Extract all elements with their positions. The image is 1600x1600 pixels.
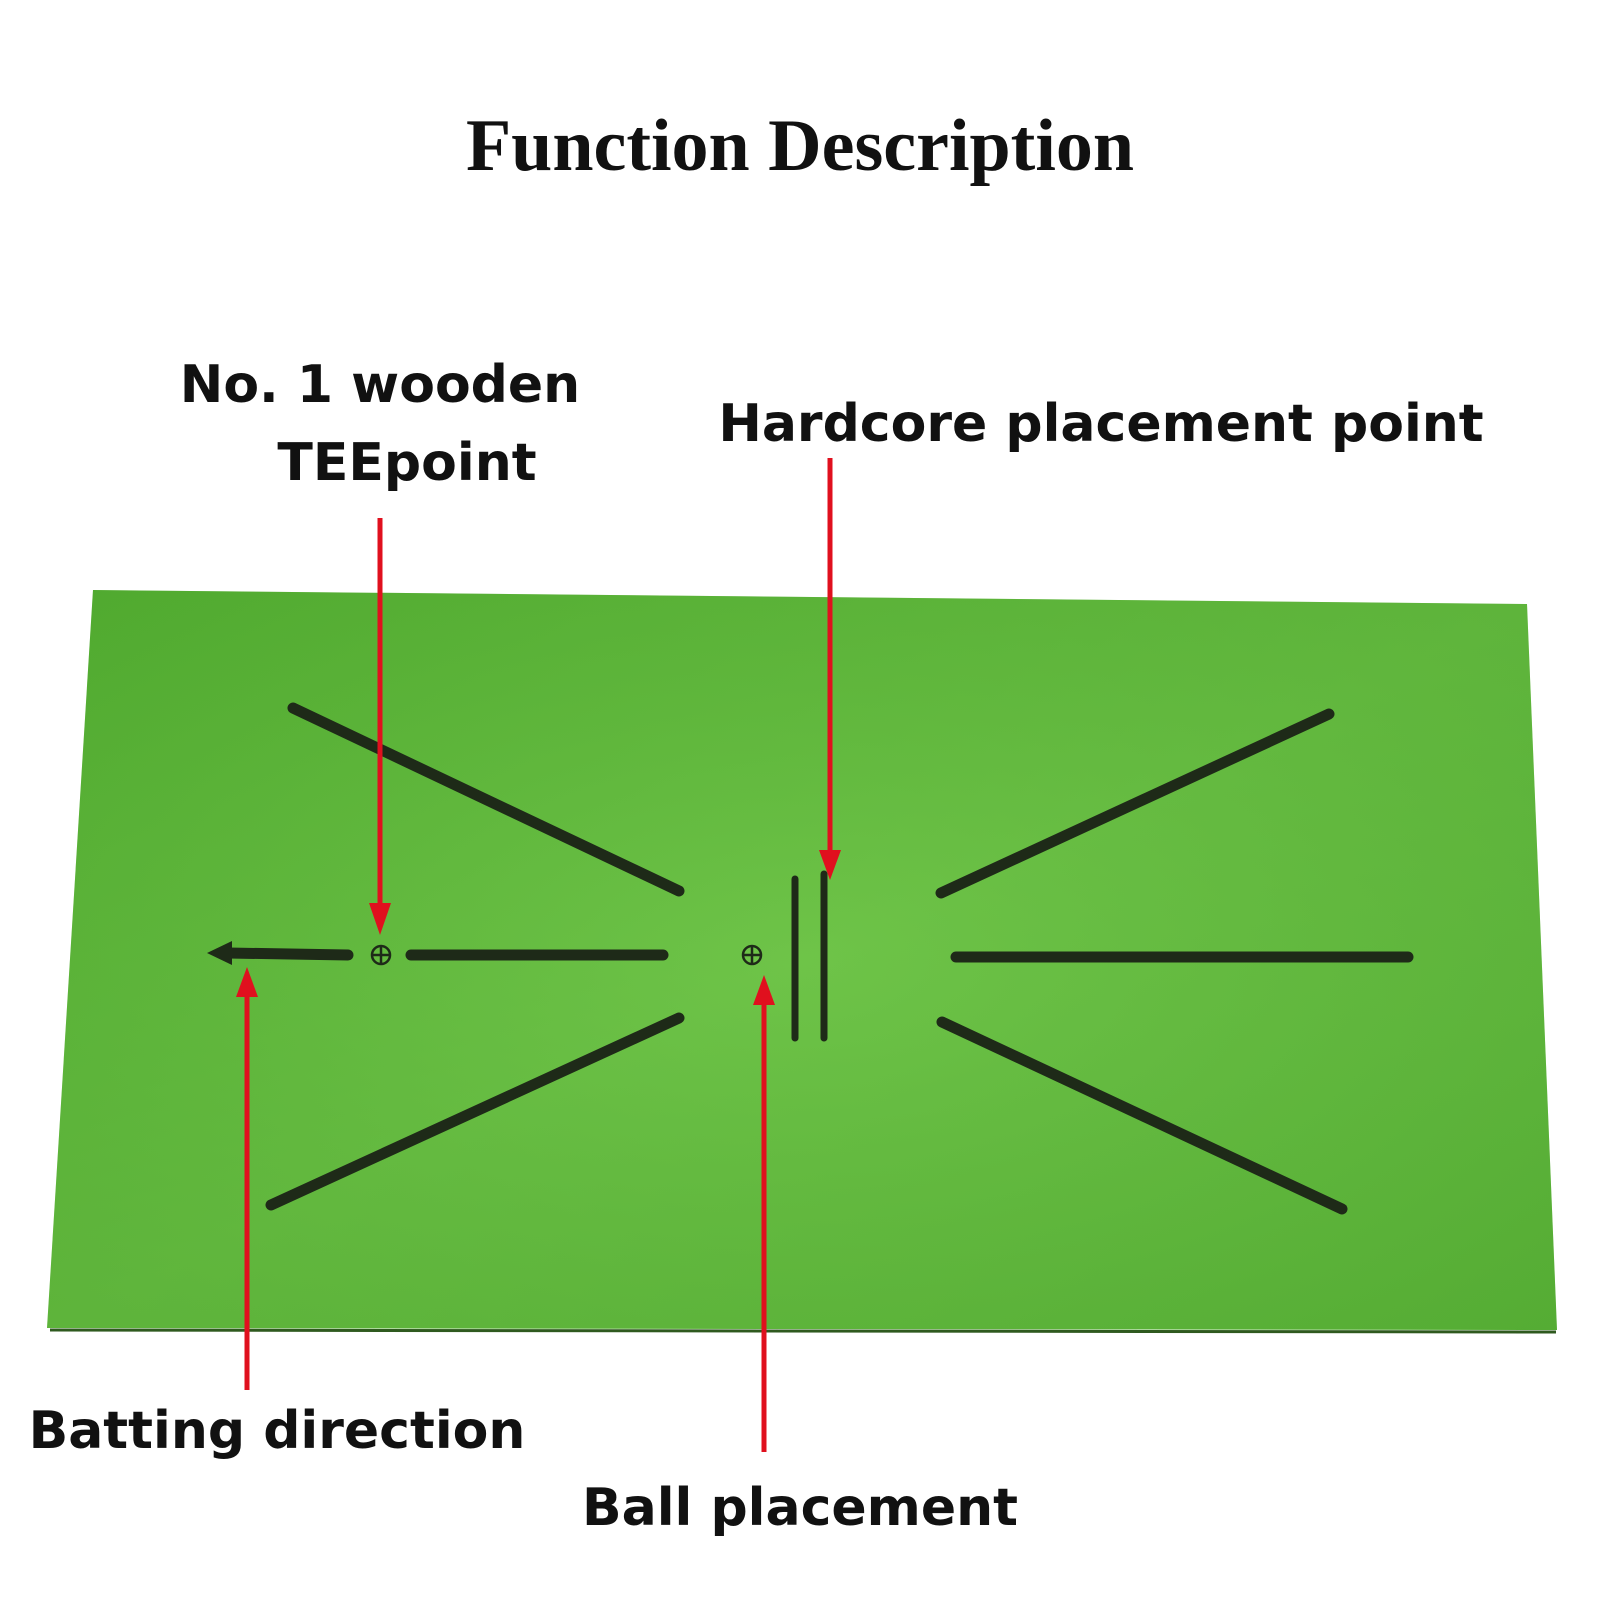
tee-point-label-line-2: TEEpoint [277, 433, 536, 493]
tee-point-pointer-arrow [369, 518, 391, 935]
hardcore-point-label: Hardcore placement point [718, 394, 1483, 454]
diagram-title: Function Description [466, 105, 1134, 187]
hardcore-point-pointer-arrow [819, 458, 841, 880]
tee-point-crosshair-icon [370, 944, 392, 966]
ball-placement-label: Ball placement [582, 1478, 1018, 1538]
tee-point-label-line-1: No. 1 wooden [180, 355, 580, 415]
ball-placement-crosshair-icon [741, 944, 763, 966]
batting-direction-pointer-arrow [236, 967, 258, 1390]
arrow-left-icon [207, 941, 354, 965]
mat-bottom-edge [49, 1328, 1557, 1334]
upper-left-guide-line [287, 702, 685, 897]
lower-right-guide-line [936, 1016, 1348, 1215]
lower-left-guide-line [265, 1012, 685, 1211]
golf-hitting-mat [47, 590, 1557, 1334]
upper-right-guide-line [935, 708, 1335, 899]
ball-placement-pointer-arrow [753, 975, 775, 1452]
batting-direction-label: Batting direction [29, 1401, 526, 1461]
